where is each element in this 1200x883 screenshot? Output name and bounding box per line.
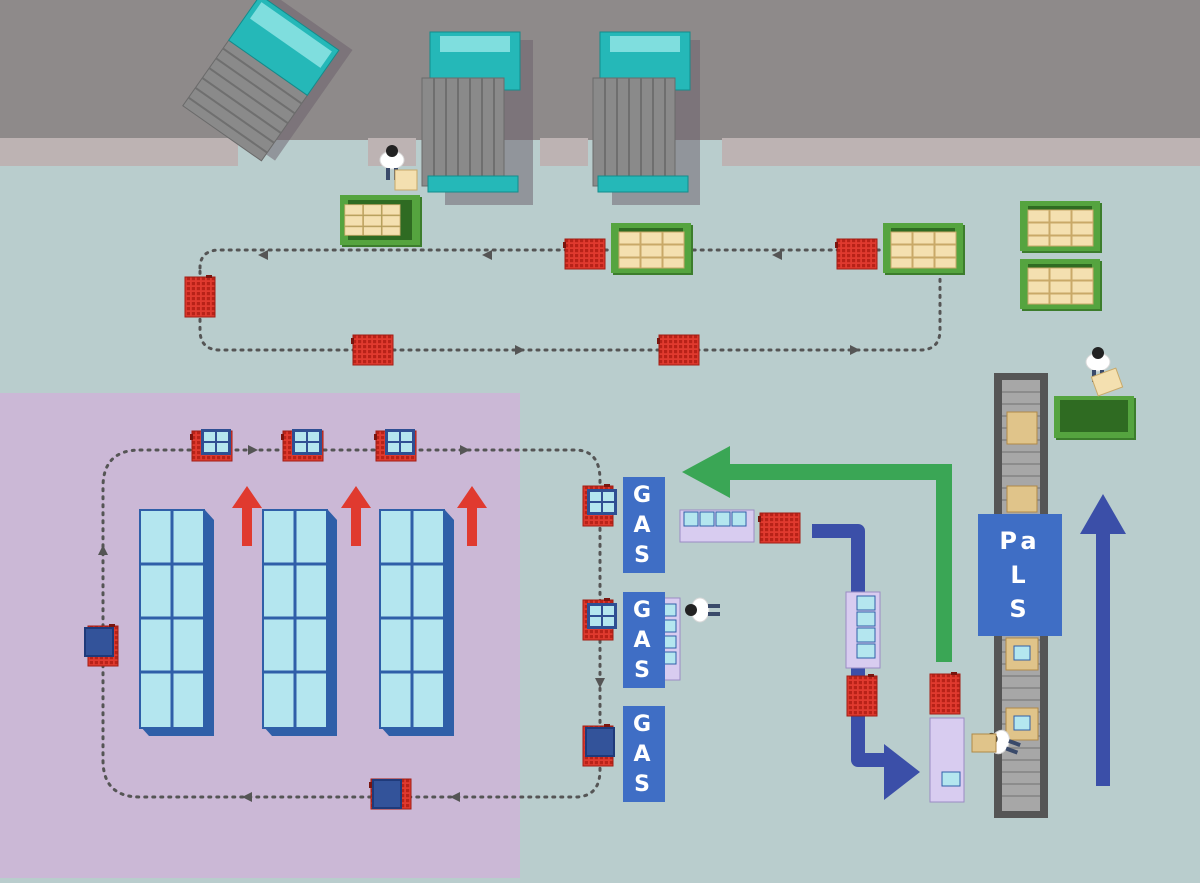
transport-robot-icon <box>184 274 216 318</box>
flow-arrow-icon <box>232 486 487 546</box>
transport-robot-icon <box>84 623 119 667</box>
cargo-box <box>1090 367 1124 397</box>
flow-arrow-icon <box>682 446 730 498</box>
tote-shelf <box>845 591 881 669</box>
transport-robot-icon <box>656 334 700 366</box>
transport-robot-icon <box>834 238 878 270</box>
transport-robot-icon <box>189 428 233 462</box>
pallet-icon <box>1020 259 1102 311</box>
transport-robot-icon <box>350 334 394 366</box>
route-arrows <box>258 250 860 355</box>
dock-curb <box>540 138 588 166</box>
cargo-box <box>1005 707 1039 741</box>
transport-robot-icon <box>929 671 961 715</box>
pals-station-label: Pa L S <box>978 514 1062 636</box>
truck-icon <box>421 31 533 205</box>
tote-shelf <box>679 509 755 543</box>
gas-station-label-3: G A S <box>623 706 665 802</box>
transport-robot-icon <box>582 597 618 641</box>
cargo-box <box>1006 411 1038 445</box>
pallet-icon <box>1020 201 1102 253</box>
transport-robot-icon <box>757 512 801 544</box>
route-arrows <box>98 445 605 802</box>
truck-icon <box>182 0 353 162</box>
truck-icon <box>592 31 700 205</box>
pallet-icon <box>1054 396 1136 440</box>
storage-rack-icon <box>379 509 454 736</box>
tote-shelf <box>929 717 965 803</box>
tote-shelf <box>661 597 681 681</box>
robot-route-inbound <box>198 248 942 352</box>
transport-robot-icon <box>562 238 606 270</box>
storage-rack-icon <box>139 509 214 736</box>
cargo-box <box>394 169 418 191</box>
flow-arrow-icon <box>1080 494 1126 786</box>
transport-robot-icon <box>582 483 618 527</box>
dock-curb <box>722 138 1200 166</box>
pallet-icon <box>340 195 422 247</box>
transport-robot-icon <box>280 428 324 462</box>
dock-curb <box>0 138 238 166</box>
transport-robot-icon <box>582 723 615 767</box>
flow-path-green <box>730 464 952 662</box>
transport-robot-icon <box>368 778 412 810</box>
storage-rack-icon <box>262 509 337 736</box>
pallet-icon <box>611 223 693 275</box>
transport-robot-icon <box>846 673 878 717</box>
gas-station-label-2: G A S <box>623 592 665 688</box>
worker-icon <box>684 597 721 623</box>
cargo-box <box>971 733 997 753</box>
transport-robot-icon <box>373 428 417 462</box>
gas-station-label-1: G A S <box>623 477 665 573</box>
cargo-box <box>1006 485 1038 513</box>
cargo-box <box>1005 637 1039 671</box>
robot-route-storage <box>101 448 602 799</box>
flow-arrow-icon <box>884 744 920 800</box>
pallet-icon <box>883 223 965 275</box>
